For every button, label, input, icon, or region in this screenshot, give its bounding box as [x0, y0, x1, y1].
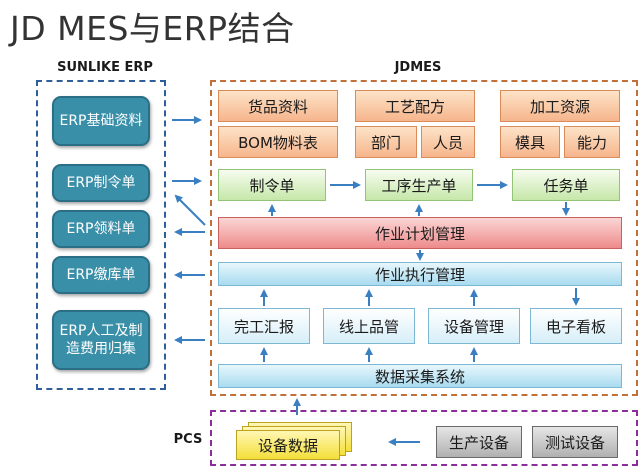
erp-work-order: ERP制令单: [52, 164, 150, 202]
work-order-box: 制令单: [218, 169, 326, 201]
test-equipment-box: 测试设备: [532, 426, 618, 458]
production-equipment-box: 生产设备: [436, 426, 522, 458]
job-execution-bar: 作业执行管理: [218, 262, 622, 286]
pcs-group-label: PCS: [173, 432, 203, 447]
arrow-back-to-work-order: [174, 194, 206, 226]
capacity-box: 能力: [564, 126, 620, 158]
goods-data-box: 货品资料: [218, 90, 338, 122]
data-collection-bar: 数据采集系统: [218, 364, 622, 388]
department-box: 部门: [355, 126, 417, 158]
mes-group-label: JDMES: [394, 60, 442, 75]
mold-box: 模具: [500, 126, 560, 158]
erp-group-label: SUNLIKE ERP: [57, 60, 153, 75]
erp-frame: [36, 80, 166, 390]
processing-resource-box: 加工资源: [500, 90, 620, 122]
mes-frame: [210, 80, 638, 396]
pcs-frame: [210, 410, 638, 466]
recipe-box: 工艺配方: [355, 90, 475, 122]
device-data-box: 设备数据: [236, 430, 340, 460]
page-title: JD MES与ERP结合: [10, 9, 295, 48]
completion-report-box: 完工汇报: [218, 308, 310, 344]
electronic-board-box: 电子看板: [530, 308, 622, 344]
online-qc-box: 线上品管: [323, 308, 415, 344]
job-planning-bar: 作业计划管理: [218, 217, 622, 249]
process-order-box: 工序生产单: [365, 169, 473, 201]
erp-base-data: ERP基础资料: [52, 96, 150, 146]
erp-picking-order: ERP领料单: [52, 210, 150, 248]
task-order-box: 任务单: [512, 169, 620, 201]
staff-box: 人员: [421, 126, 475, 158]
bom-box: BOM物料表: [218, 126, 338, 158]
erp-cost-collection: ERP人工及制造费用归集: [52, 310, 150, 370]
equipment-management-box: 设备管理: [428, 308, 520, 344]
erp-stock-in-order: ERP缴库单: [52, 256, 150, 294]
